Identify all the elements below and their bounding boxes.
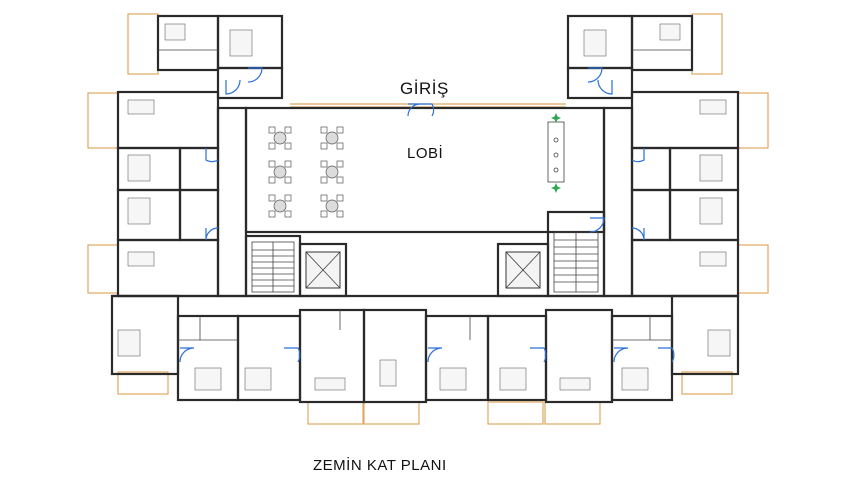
- planter: [547, 113, 565, 193]
- plant-icon: [551, 183, 561, 193]
- lobby-table-icon: [268, 194, 292, 218]
- plant-icon: [551, 113, 561, 123]
- lobby-label: LOBİ: [407, 144, 443, 162]
- lobby-table-icon: [268, 160, 292, 184]
- elevator-icon: [505, 251, 541, 289]
- staircase-icon: [553, 231, 599, 293]
- furniture: [117, 23, 731, 391]
- balcony-rails: [87, 13, 769, 425]
- walls: [110, 14, 740, 404]
- lobby-tables: [268, 126, 344, 218]
- staircase-icon: [251, 241, 295, 293]
- door-swing-icon: [179, 67, 675, 363]
- entrance-label: GİRİŞ: [400, 79, 449, 98]
- partitions: [158, 49, 692, 341]
- lobby-table-icon: [320, 160, 344, 184]
- elevator-icon: [305, 251, 341, 289]
- lobby-table-icon: [320, 194, 344, 218]
- lobby-table-icon: [320, 126, 344, 150]
- plan-title: ZEMİN KAT PLANI: [313, 456, 447, 474]
- lobby-table-icon: [268, 126, 292, 150]
